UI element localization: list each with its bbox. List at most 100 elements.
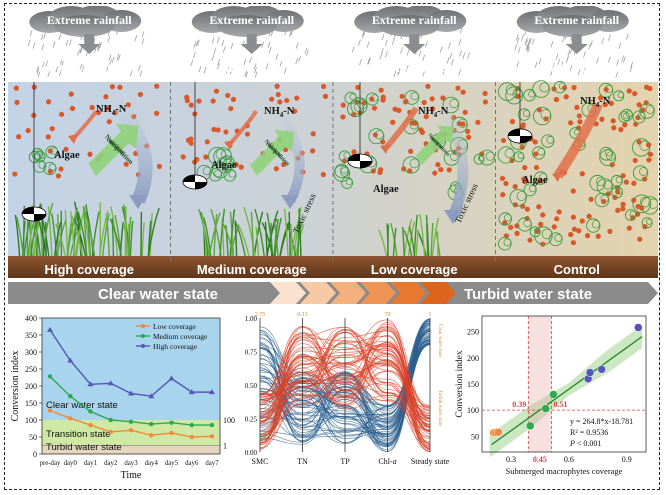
pulse-label: NH4-N pulse [58,61,120,77]
nh4-dot [378,87,384,93]
macrophyte-blade [149,212,153,257]
nh4-dot [631,180,637,186]
y-tick-label: 50 [471,432,479,441]
nh4-dot [512,183,518,190]
rain-streak [275,53,279,61]
macrophyte-blade [253,211,264,257]
algae-cell [548,232,563,247]
nh4-dot [47,168,53,174]
rain-cloud [354,6,467,54]
rain-streak [550,69,553,76]
nh4-dot [626,225,632,231]
macrophyte-blade [201,213,208,257]
nh4-dot [211,126,217,133]
rain-streak [381,34,385,41]
regression-equation: y = 264.8*x-18.781 [570,417,633,426]
macrophyte-blade [425,214,430,257]
nh4-dot [465,134,472,140]
nh4-dot [610,118,616,124]
nh4-dot [292,108,298,114]
data-point [209,422,215,428]
data-point [189,434,194,440]
nh4-dot [188,102,194,108]
rain-streak [221,39,225,47]
x-tick-label: pre-day [40,460,61,467]
nh4-dot [156,163,163,170]
algae-cell [648,198,658,209]
nh4-dot [371,105,378,111]
macrophyte-blade [219,208,226,257]
nh4-dot [274,83,280,89]
algae-cell [479,149,495,166]
nh4-dot [310,148,316,154]
rain-streak [295,42,299,49]
algae-cell [600,194,609,203]
nh4-dot [514,93,521,99]
turbid-band [42,445,220,454]
nh4-dot [508,224,514,231]
axis-top-label: 1 [429,312,432,318]
algae-cell [558,82,566,90]
axis-label: TP [340,457,350,466]
algae-cell [338,150,351,163]
macrophyte-blade [69,211,76,257]
rain-streak [79,63,83,71]
rain-streak [577,69,581,76]
nh4-dot [635,114,641,121]
nh4-dot [55,173,62,179]
rain-streak [298,55,301,63]
rain-streak [596,57,599,64]
algae-cell [596,176,606,187]
rain-streak [134,35,138,42]
algae-cell [645,105,655,114]
pulse-label: NH4-N pulse [383,61,445,77]
macrophyte-blade [264,221,268,257]
y-tick-label: 1.00 [245,315,258,323]
rain-streak [40,34,44,41]
nh4-label: NH4-N [264,106,295,119]
rain-streak [527,46,530,53]
nh4-dot [423,114,429,120]
rain-streak [141,31,145,38]
macrophyte-blade [413,214,418,257]
macrophyte-blade [73,219,87,257]
r-squared: R² = 0.9536 [570,428,608,437]
nh4-dot [355,84,361,90]
nh4-dot [106,119,112,125]
rain-streak [550,41,554,48]
x-axis-label: Time [121,470,142,481]
macrophyte-blade [127,216,132,257]
parallel-line [259,339,431,446]
nh4-dot [294,95,300,101]
nh4-dot [533,164,540,171]
nutrient-arrow-shape [88,123,139,176]
nh4-dot [215,127,221,133]
turbid-band-label: Turbid water state [46,442,122,453]
rain-streak [516,61,520,68]
rain-streak [529,38,532,45]
macrophyte-blade [16,216,24,257]
x-tick-label: day6 [185,460,199,467]
nh4-dot [632,90,638,97]
algae-cell [523,219,532,228]
x-tick-label: day7 [205,460,219,467]
rain-streak [52,41,56,48]
algae-cell [516,191,527,201]
x-tick-label: 0.9 [622,455,632,464]
transition-chevron [330,282,366,304]
algae-cell [216,156,234,174]
data-point [128,419,134,424]
y-tick-label: 150 [467,380,479,389]
rain-streak [422,54,426,62]
nh4-dot [429,96,435,102]
transition-chevron [420,282,456,304]
state-transition-bar: Clear water state Turbid water state [8,282,658,304]
algae-cell [371,94,379,102]
nh4-dot [277,99,283,105]
algae-cell [637,112,646,120]
rain-streak [106,65,109,72]
algae-cell [215,149,226,160]
rain-streak [467,52,471,59]
algae-cell [615,176,623,184]
